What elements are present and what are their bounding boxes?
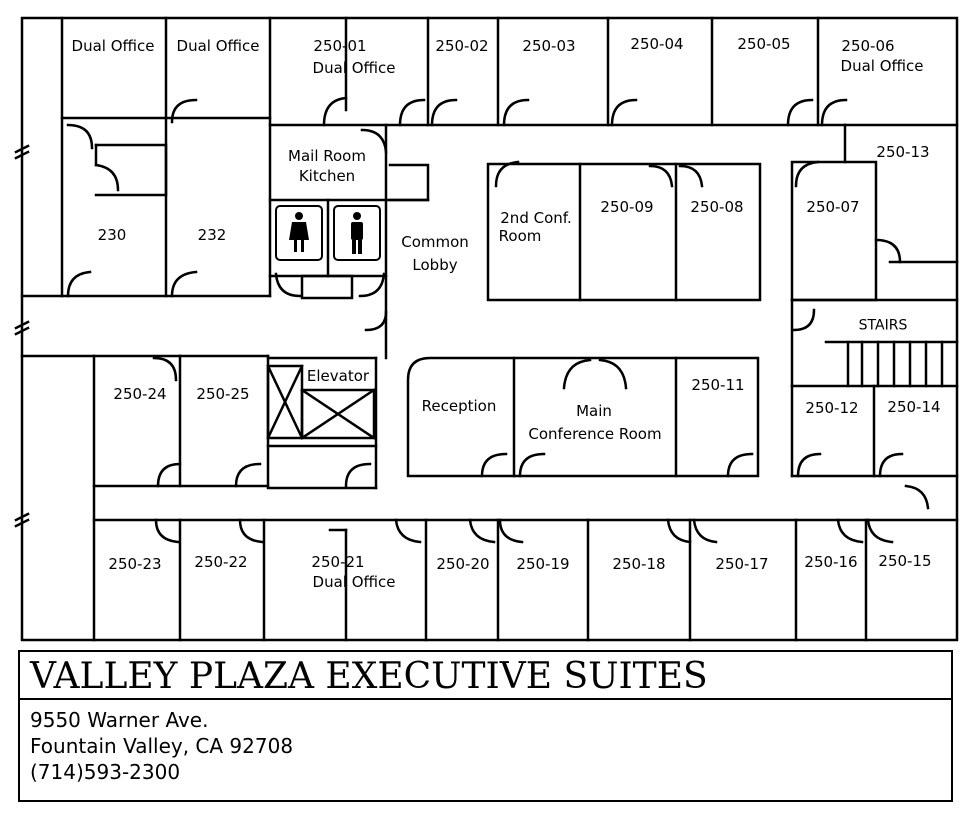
room-label-250-11: 250-11: [691, 376, 745, 394]
room-label-lobby: Lobby: [412, 256, 458, 274]
room-label-250-17: 250-17: [715, 555, 769, 573]
room-label-mail-room: Mail Room: [288, 147, 366, 165]
floor-plan-drawing: [14, 16, 959, 642]
room-label-250-13: 250-13: [876, 143, 930, 161]
room-label-2nd-conf: 2nd Conf.: [500, 209, 572, 227]
room-label-250-07: 250-07: [806, 198, 860, 216]
room-label-250-20: 250-20: [436, 555, 490, 573]
room-label-250-06: 250-06: [841, 37, 895, 55]
room-label-stairs: STAIRS: [858, 317, 908, 334]
room-sublabel-250-21: Dual Office: [312, 573, 396, 591]
address-box: 9550 Warner Ave. Fountain Valley, CA 927…: [18, 698, 953, 802]
address-street: 9550 Warner Ave.: [30, 708, 209, 732]
room-label-common: Common: [401, 233, 469, 251]
women-restroom-icon: [275, 205, 323, 261]
room-label-250-18: 250-18: [612, 555, 666, 573]
room-label-250-09: 250-09: [600, 198, 654, 216]
room-label-250-16: 250-16: [804, 553, 858, 571]
room-label-reception: Reception: [421, 397, 497, 415]
room-label-250-02: 250-02: [435, 37, 489, 55]
address-city: Fountain Valley, CA 92708: [30, 734, 294, 758]
title-box: VALLEY PLAZA EXECUTIVE SUITES: [18, 650, 953, 700]
room-label-250-19: 250-19: [516, 555, 570, 573]
room-label-kitchen: Kitchen: [298, 167, 356, 185]
building-title: VALLEY PLAZA EXECUTIVE SUITES: [30, 656, 708, 697]
men-restroom-icon: [333, 205, 381, 261]
room-label-250-23: 250-23: [108, 555, 162, 573]
room-label-250-21: 250-21: [311, 553, 365, 571]
room-label-conference-room: Conference Room: [528, 425, 662, 443]
room-label-250-12: 250-12: [805, 399, 859, 417]
room-label-230: 230: [97, 226, 127, 244]
room-label-250-14: 250-14: [887, 398, 941, 416]
room-label-250-15: 250-15: [878, 552, 932, 570]
room-label-elevator: Elevator: [306, 367, 370, 385]
room-label-250-01: 250-01: [313, 37, 367, 55]
room-label-2nd-conf-room: Room: [498, 227, 542, 245]
room-sublabel-250-06: Dual Office: [840, 57, 924, 75]
room-label-250-08: 250-08: [690, 198, 744, 216]
room-label-232: 232: [197, 226, 227, 244]
room-label-dual-office: Dual Office: [71, 37, 155, 55]
room-sublabel-250-01: Dual Office: [312, 59, 396, 77]
room-label-main: Main: [576, 402, 612, 420]
room-label-dual-office: Dual Office: [176, 37, 260, 55]
room-label-250-22: 250-22: [194, 553, 248, 571]
room-label-250-05: 250-05: [737, 35, 791, 53]
room-label-250-24: 250-24: [113, 385, 167, 403]
room-label-250-25: 250-25: [196, 385, 250, 403]
address-phone: (714)593-2300: [30, 760, 181, 784]
room-label-250-04: 250-04: [630, 35, 684, 53]
room-label-250-03: 250-03: [522, 37, 576, 55]
floor-plan: Dual Office Dual Office 250-01 Dual Offi…: [14, 16, 959, 642]
